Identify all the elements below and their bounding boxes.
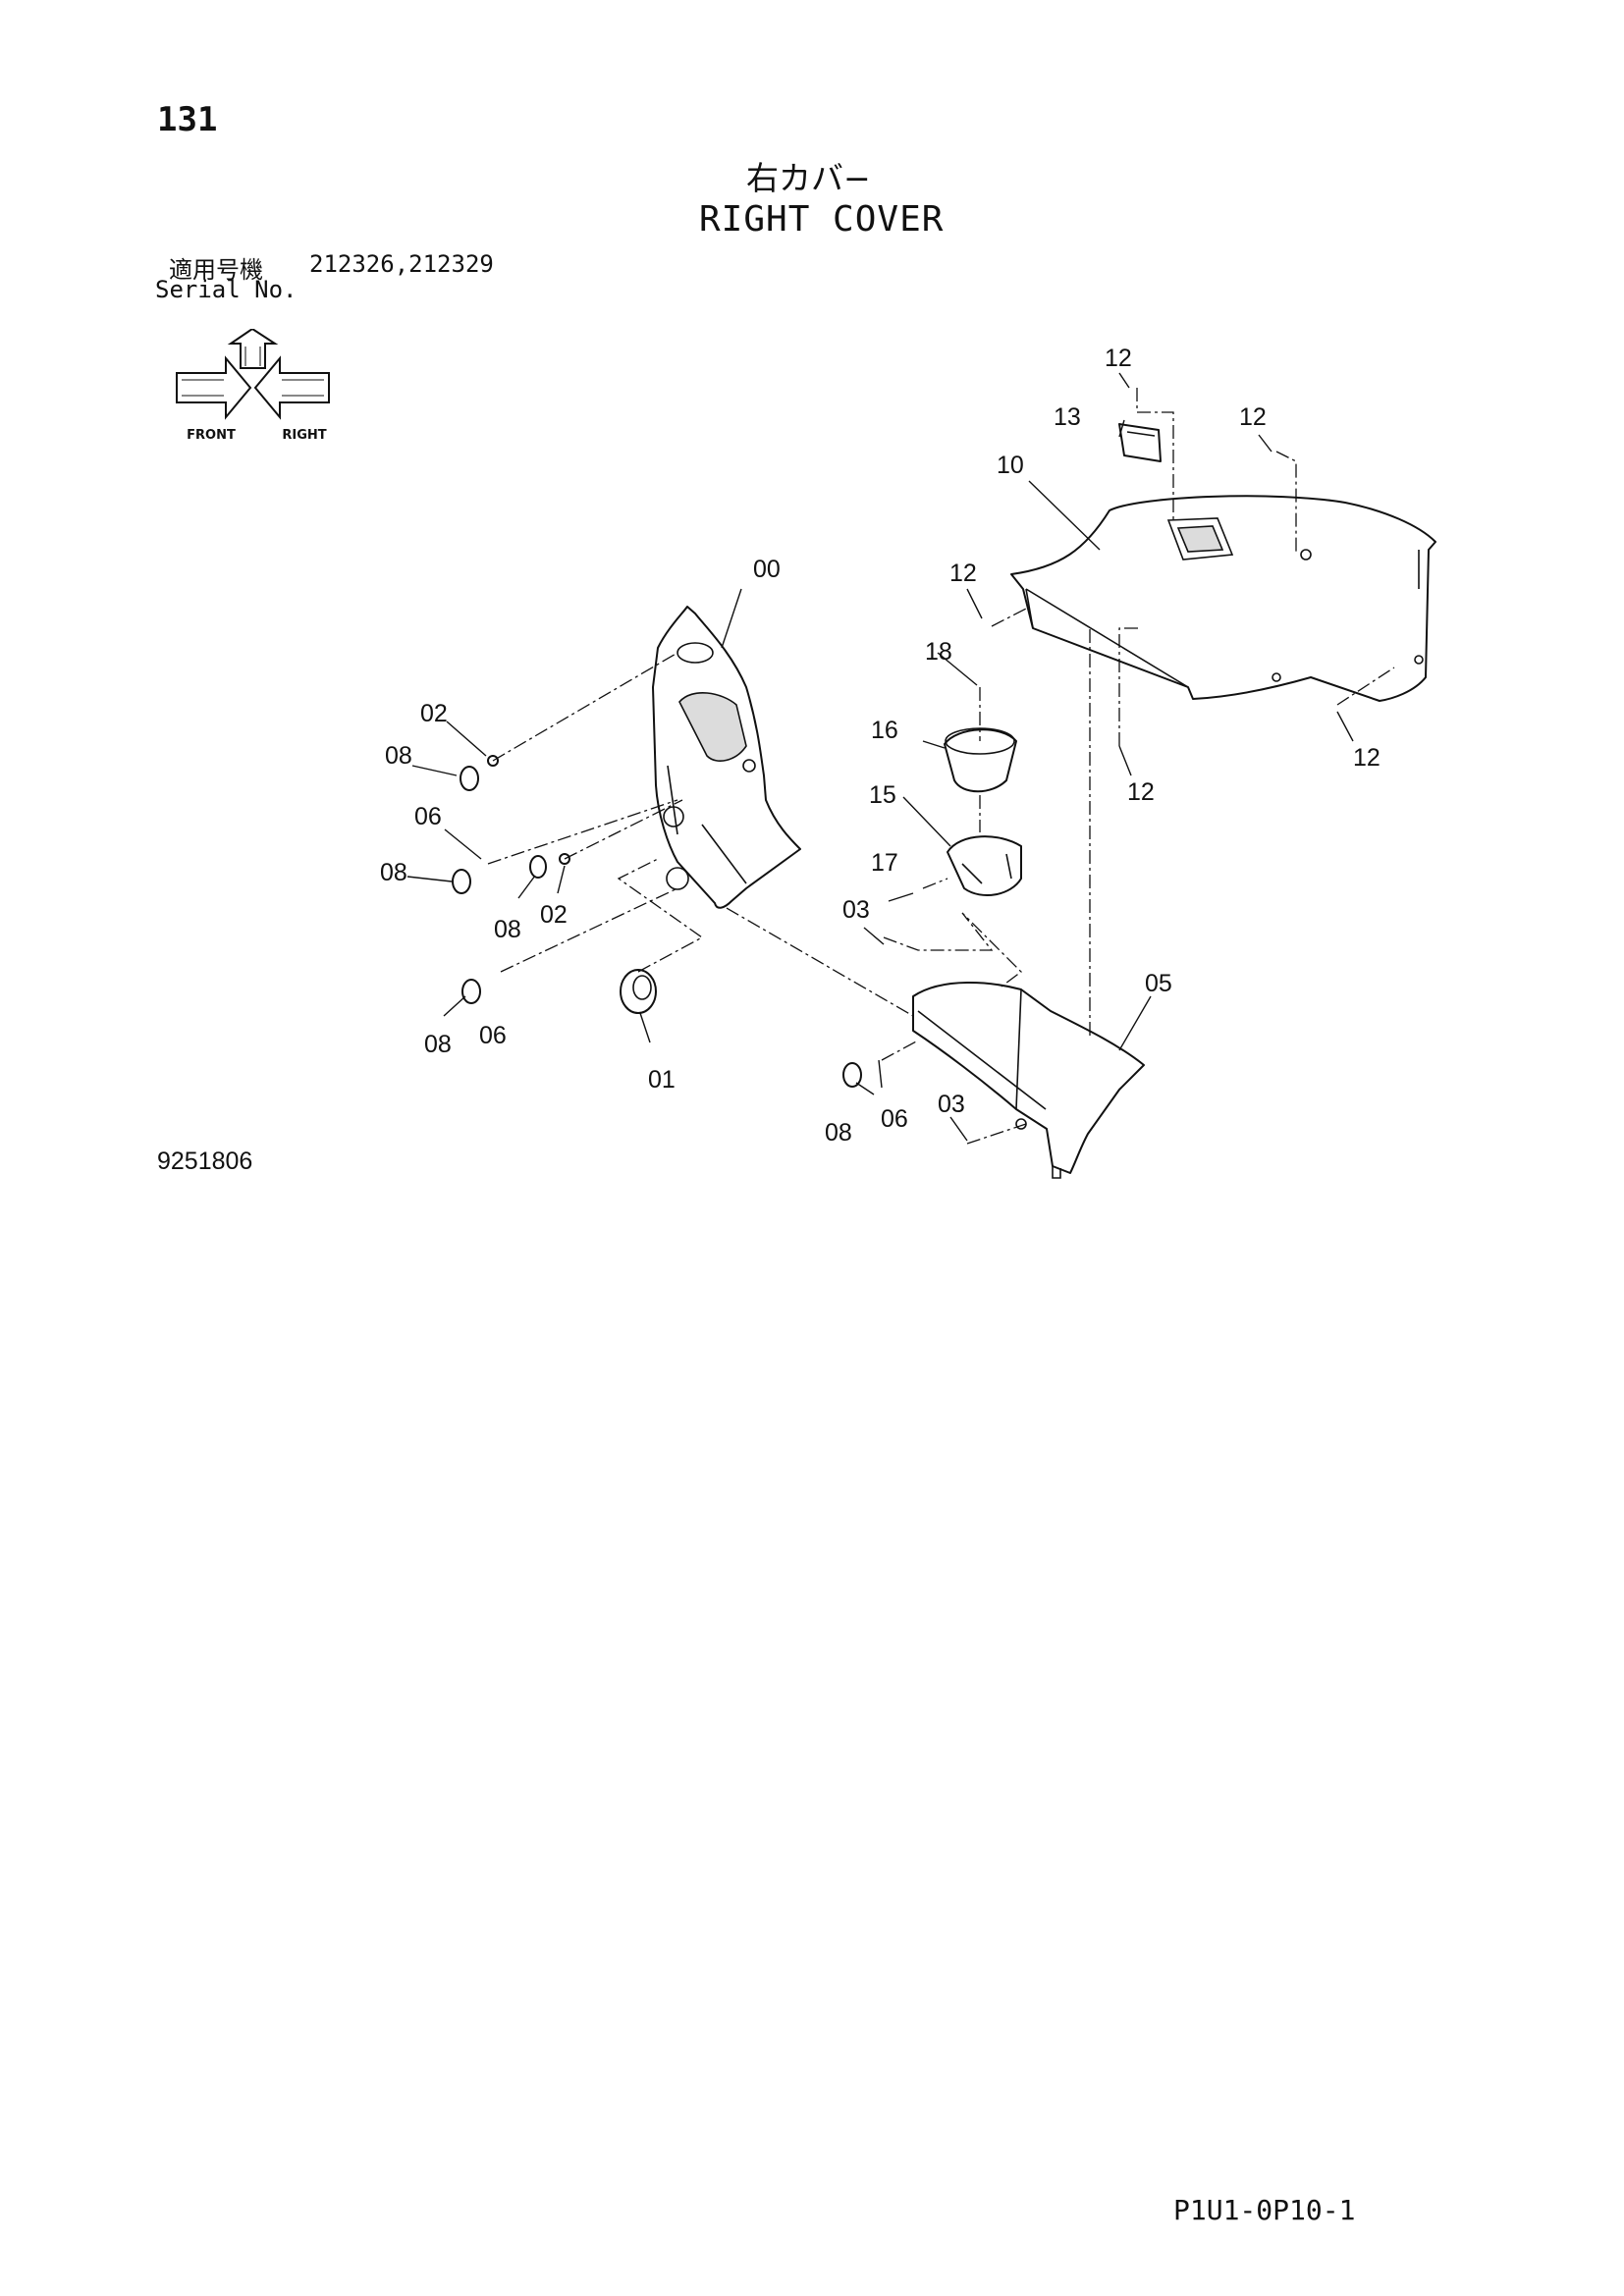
part-label: 12 xyxy=(949,560,977,587)
serial-values: 212326,212329 xyxy=(309,250,494,278)
part-label: 06 xyxy=(414,803,442,830)
part-label: 02 xyxy=(540,901,568,929)
assembly-lines xyxy=(487,388,1395,1145)
part-05-lower-cover xyxy=(912,982,1145,1179)
part-label: 12 xyxy=(1353,744,1380,772)
orientation-label-front: FRONT xyxy=(187,428,236,443)
part-label: 12 xyxy=(1127,778,1155,806)
part-label: 06 xyxy=(479,1022,507,1049)
fasteners xyxy=(452,755,862,1088)
part-label: 08 xyxy=(825,1119,852,1147)
part-label: 00 xyxy=(753,556,781,583)
part-label: 10 xyxy=(997,452,1024,479)
page-title: RIGHT COVER xyxy=(699,199,945,240)
drawing-number: 9251806 xyxy=(157,1148,253,1175)
part-labels: 00 01 02 02 03 03 05 06 06 06 08 08 08 0… xyxy=(380,345,1380,1147)
part-label: 16 xyxy=(871,717,898,744)
part-label: 08 xyxy=(494,916,521,943)
part-15-holder xyxy=(947,835,1022,896)
serial-label-japanese: 適用号機 xyxy=(169,256,263,284)
part-label: 05 xyxy=(1145,970,1172,997)
page-title-japanese: 右カバ− xyxy=(746,159,871,197)
part-08-cap xyxy=(529,855,547,879)
part-label: 02 xyxy=(420,700,448,727)
part-label: 06 xyxy=(881,1105,908,1133)
part-label: 03 xyxy=(842,896,870,924)
part-08-cap xyxy=(452,869,471,894)
orientation-label-right: RIGHT xyxy=(282,428,326,443)
part-16-cup xyxy=(944,727,1017,793)
part-13-clip xyxy=(1118,423,1162,462)
part-01-grommet xyxy=(620,969,657,1014)
part-00-front-cover xyxy=(652,606,801,909)
part-label: 08 xyxy=(380,859,407,886)
orientation-arrows-icon: FRONT RIGHT xyxy=(176,329,330,443)
part-label: 18 xyxy=(925,638,952,666)
part-label: 01 xyxy=(648,1066,676,1094)
part-label: 08 xyxy=(385,742,412,770)
part-08-cap xyxy=(460,766,479,791)
part-label: 17 xyxy=(871,849,898,877)
part-label: 12 xyxy=(1105,345,1132,372)
part-label: 08 xyxy=(424,1031,452,1058)
leader-lines xyxy=(406,372,1354,1142)
serial-label: Serial No. xyxy=(155,276,298,303)
part-label: 12 xyxy=(1239,403,1267,431)
page-number: 131 xyxy=(157,100,218,139)
part-label: 13 xyxy=(1054,403,1081,431)
part-08-cap xyxy=(461,979,481,1004)
part-label: 03 xyxy=(938,1091,965,1118)
part-label: 15 xyxy=(869,781,896,809)
part-08-cap xyxy=(842,1062,862,1088)
page-code: P1U1-0P10-1 xyxy=(1173,2194,1356,2226)
part-10-rear-cover xyxy=(1010,495,1436,702)
